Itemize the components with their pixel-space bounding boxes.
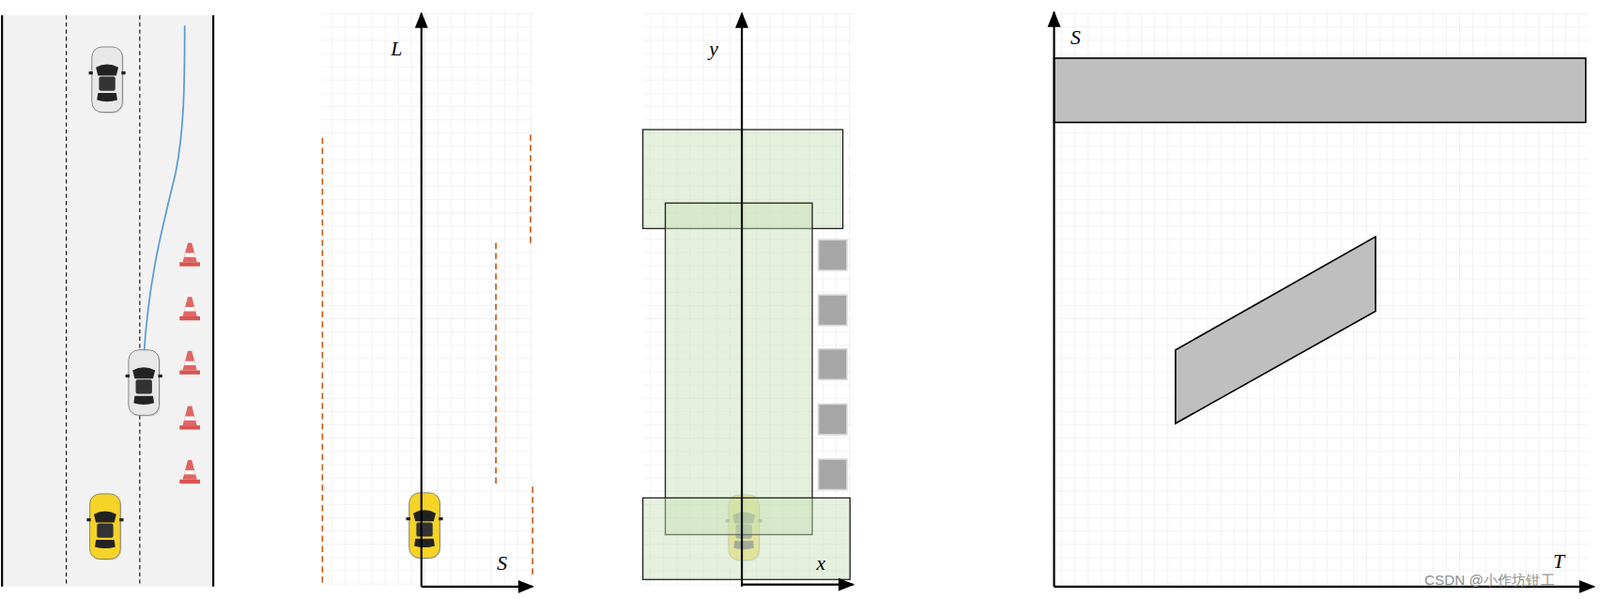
car-windshield — [413, 509, 436, 522]
obstacle-box — [818, 459, 847, 491]
st-obstacle — [1175, 236, 1376, 424]
boundary-line — [529, 134, 532, 245]
axis-label: T — [1553, 551, 1565, 572]
grid — [643, 12, 854, 587]
car-mirror — [89, 71, 93, 75]
car-mirror — [157, 374, 162, 378]
cone-stripe — [184, 415, 196, 420]
car-roof — [136, 379, 153, 394]
car-body — [128, 350, 160, 416]
boundary-line — [322, 138, 324, 585]
axis-label: x — [815, 553, 826, 574]
traffic-cone — [179, 406, 200, 431]
car — [406, 492, 444, 560]
cone-body — [183, 351, 198, 371]
car — [89, 46, 126, 114]
st-obstacle — [1054, 58, 1586, 123]
car-body — [90, 493, 122, 560]
road-edge — [212, 15, 215, 587]
car-windshield — [132, 367, 155, 379]
cone-stripe — [184, 253, 196, 258]
axis-label: S — [1070, 26, 1081, 47]
watermark: CSDN @小作坊钳工 — [1424, 572, 1555, 587]
car-rear-window — [94, 539, 116, 549]
axis-line — [741, 584, 853, 586]
car-mirror — [86, 518, 91, 522]
cone-body — [183, 243, 198, 263]
car-roof — [98, 76, 115, 92]
axis-line — [421, 585, 533, 588]
obstacle-box — [818, 239, 847, 271]
lane-line — [138, 15, 140, 587]
car — [125, 350, 163, 417]
car-rear-window — [96, 92, 118, 102]
car-roof — [415, 522, 432, 537]
car-mirror — [406, 517, 411, 521]
traffic-cone — [179, 460, 200, 484]
car-mirror — [119, 518, 124, 522]
cone-stripe — [184, 361, 196, 366]
car-rear-window — [133, 396, 154, 405]
car-mirror — [121, 71, 125, 75]
grid — [321, 12, 534, 587]
boundary-line — [531, 486, 534, 577]
traffic-cone — [179, 243, 200, 267]
obstacle-box — [818, 294, 847, 326]
cone-base — [179, 316, 200, 321]
car-mirror — [438, 517, 443, 521]
axis-line — [1053, 12, 1056, 587]
lane-line — [65, 15, 67, 587]
cone-base — [179, 425, 200, 430]
car — [86, 493, 124, 561]
cone-stripe — [184, 470, 196, 475]
road-edge — [0, 15, 3, 587]
traffic-cone — [179, 296, 200, 321]
axis-label: y — [708, 37, 719, 59]
cone-body — [183, 296, 198, 317]
axis-line — [420, 13, 423, 587]
car-body — [92, 46, 124, 113]
cone-stripe — [184, 307, 196, 311]
axis-label: L — [390, 37, 402, 59]
obstacle-box — [818, 349, 847, 381]
cone-body — [183, 406, 198, 427]
car-roof — [96, 523, 113, 538]
car-windshield — [95, 63, 119, 76]
grid — [1054, 12, 1591, 587]
traffic-cone — [179, 351, 200, 375]
car-windshield — [93, 510, 117, 523]
road — [1, 15, 214, 587]
axis-line — [740, 13, 743, 587]
obstacle-box — [818, 403, 847, 435]
corridor-box — [665, 202, 813, 535]
cone-base — [179, 261, 200, 266]
boundary-line — [494, 243, 497, 488]
car-body — [409, 492, 441, 559]
axis-label: S — [496, 553, 508, 574]
cone-base — [179, 479, 200, 484]
car-rear-window — [414, 538, 435, 548]
cone-body — [183, 460, 198, 480]
corridor-box — [643, 497, 851, 580]
car-mirror — [125, 374, 130, 378]
planned-path — [143, 25, 185, 355]
cone-base — [179, 369, 200, 374]
